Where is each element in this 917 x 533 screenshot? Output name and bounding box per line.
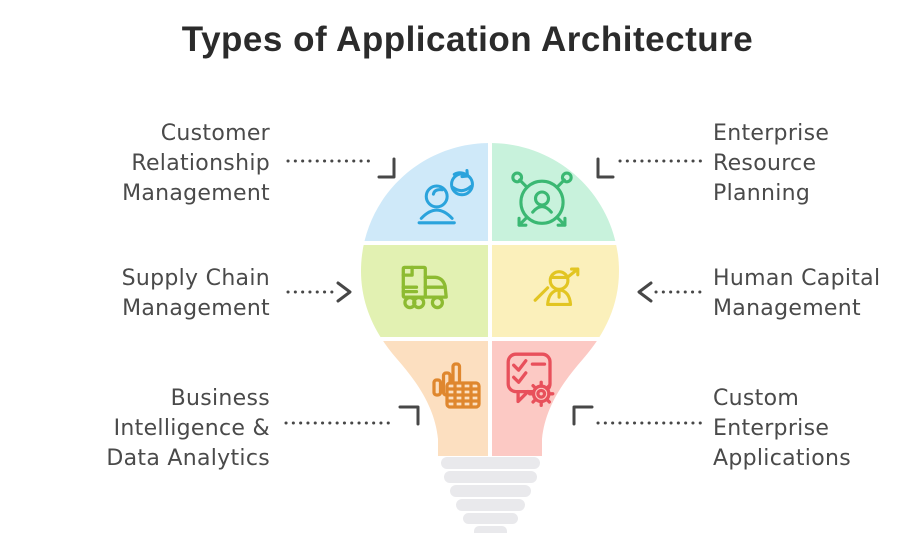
bulb-base-ring xyxy=(444,471,537,483)
person-shoulders xyxy=(531,205,553,214)
connector-scm-arrowhead xyxy=(336,281,352,303)
connector-custom-bracket xyxy=(572,405,594,426)
arrow-tail xyxy=(533,286,550,302)
bubble-tail xyxy=(516,389,530,404)
connector-bi-bracket xyxy=(398,405,420,426)
label-erp: Enterprise Resource Planning xyxy=(713,121,830,206)
label-crm: Customer Relationship Management xyxy=(122,121,270,206)
arrow-head xyxy=(565,267,580,279)
person-head xyxy=(424,184,449,209)
table-grid xyxy=(446,382,480,408)
segment-hcm xyxy=(492,245,619,337)
globe-chord xyxy=(451,184,473,193)
bulb-base-tip xyxy=(474,526,507,533)
refresh-arrow xyxy=(452,169,470,179)
node xyxy=(511,171,524,184)
cargo-box xyxy=(401,265,427,299)
truck-cab xyxy=(423,275,448,299)
wheel xyxy=(430,296,445,310)
arrow-out xyxy=(517,215,529,227)
bulb-base-ring xyxy=(450,485,531,497)
connector-hcm-arrowhead xyxy=(637,281,653,303)
connector-erp-bracket xyxy=(596,157,615,179)
person-refresh-icon xyxy=(417,169,474,225)
page-title: Types of Application Architecture xyxy=(181,20,754,59)
person-head xyxy=(533,190,551,207)
segment-crm xyxy=(361,143,488,241)
head-curl xyxy=(431,188,444,196)
network-circle xyxy=(519,179,565,225)
segment-custom xyxy=(492,341,619,456)
cargo-stripes xyxy=(401,285,419,294)
wheel xyxy=(412,296,426,310)
delivery-truck-icon xyxy=(401,265,448,310)
label-custom: Custom Enterprise Applications xyxy=(713,386,851,471)
bar xyxy=(432,378,443,397)
checklist-gear-icon xyxy=(506,352,555,408)
connectors xyxy=(284,157,706,426)
bulb-base xyxy=(441,457,540,533)
person-network-icon xyxy=(511,171,573,227)
bulb-base-ring xyxy=(463,513,518,524)
person-shoulders xyxy=(419,208,454,220)
connector-crm-bracket xyxy=(377,157,396,179)
check-mark xyxy=(512,359,528,372)
bar-chart-table-icon xyxy=(432,362,481,409)
lightbulb xyxy=(361,143,619,456)
label-scm: Supply Chain Management xyxy=(121,266,270,321)
bulb-base-ring xyxy=(456,499,525,511)
node xyxy=(560,171,573,184)
bulb-base-ring xyxy=(441,457,540,469)
segment-erp xyxy=(492,143,619,241)
label-hcm: Human Capital Management xyxy=(713,266,881,321)
gear-teeth xyxy=(528,380,555,408)
arrow-out xyxy=(555,215,567,227)
gear-hub xyxy=(536,388,547,399)
cargo-detail xyxy=(401,265,414,277)
check-mark xyxy=(512,371,528,384)
label-bi: Business Intelligence & Data Analytics xyxy=(106,386,270,471)
person-growth-arrow-icon xyxy=(533,267,580,306)
